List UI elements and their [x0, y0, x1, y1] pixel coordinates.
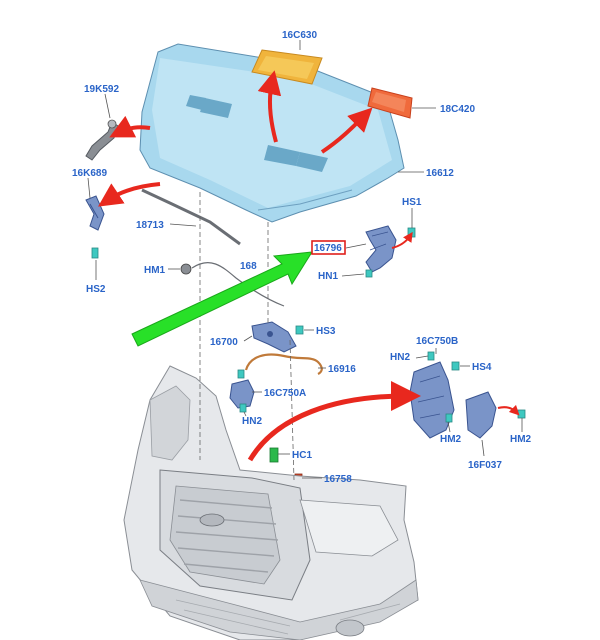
latch-16700[interactable]: [251, 321, 297, 353]
clip-HC1[interactable]: [269, 447, 279, 463]
label-16612[interactable]: 16612: [426, 168, 454, 179]
label-HS3[interactable]: HS3: [316, 326, 336, 337]
label-16C750B[interactable]: 16C750B: [416, 336, 458, 347]
label-19K592[interactable]: 19K592: [84, 84, 119, 95]
label-16C750A[interactable]: 16C750A: [264, 388, 306, 399]
label-HN1[interactable]: HN1: [318, 271, 338, 282]
seal-18C420[interactable]: [367, 87, 413, 119]
label-18C420[interactable]: 18C420: [440, 104, 475, 115]
label-16758[interactable]: 16758: [324, 474, 352, 485]
clip-HS3[interactable]: [295, 325, 304, 335]
prop-rod-19K592[interactable]: [85, 119, 119, 161]
green-arrow: [131, 251, 313, 347]
label-16916[interactable]: 16916: [328, 364, 356, 375]
grommet-HM1[interactable]: [180, 263, 192, 275]
label-HM2-left[interactable]: HM2: [440, 434, 462, 445]
clip-HN2-left[interactable]: [239, 403, 247, 413]
highlight-box: [311, 240, 346, 255]
label-HS4[interactable]: HS4: [472, 362, 492, 373]
arrows: [98, 70, 520, 462]
label-HS1[interactable]: HS1: [402, 197, 422, 208]
label-16C630[interactable]: 16C630: [282, 30, 317, 41]
cable-16916[interactable]: [244, 353, 323, 375]
bracket-16F037[interactable]: [465, 391, 497, 439]
leader-dashed: [289, 339, 295, 481]
front-bumper[interactable]: [123, 365, 419, 640]
label-HN2-right[interactable]: HN2: [390, 352, 410, 363]
clip-HM2-left[interactable]: [445, 413, 453, 423]
label-18713[interactable]: 18713: [136, 220, 164, 231]
label-16700[interactable]: 16700: [210, 337, 238, 348]
label-HC1[interactable]: HC1: [292, 450, 312, 461]
hinge-16796[interactable]: [365, 225, 397, 273]
weatherstrip-18713[interactable]: [141, 188, 241, 246]
clip-HN2-right[interactable]: [427, 351, 435, 361]
clip-HN1[interactable]: [365, 269, 373, 278]
clip-HS2[interactable]: [91, 247, 99, 259]
label-16F037[interactable]: 16F037: [468, 460, 502, 471]
clip-16K689[interactable]: [85, 195, 105, 231]
clip-HS4[interactable]: [451, 361, 460, 371]
cable-168[interactable]: [191, 262, 285, 307]
label-HM1[interactable]: HM1: [144, 265, 166, 276]
leader-lines: [87, 40, 523, 479]
bracket-16C750B[interactable]: [409, 361, 455, 439]
label-168[interactable]: 168: [240, 261, 257, 272]
label-HS2[interactable]: HS2: [86, 284, 106, 295]
label-HN2-left[interactable]: HN2: [242, 416, 262, 427]
label-HM2-right[interactable]: HM2: [510, 434, 532, 445]
label-16796[interactable]: 16796: [314, 243, 342, 254]
bracket-16C750A[interactable]: [229, 369, 255, 409]
label-16K689[interactable]: 16K689: [72, 168, 107, 179]
clip-HM2-right[interactable]: [517, 409, 526, 419]
